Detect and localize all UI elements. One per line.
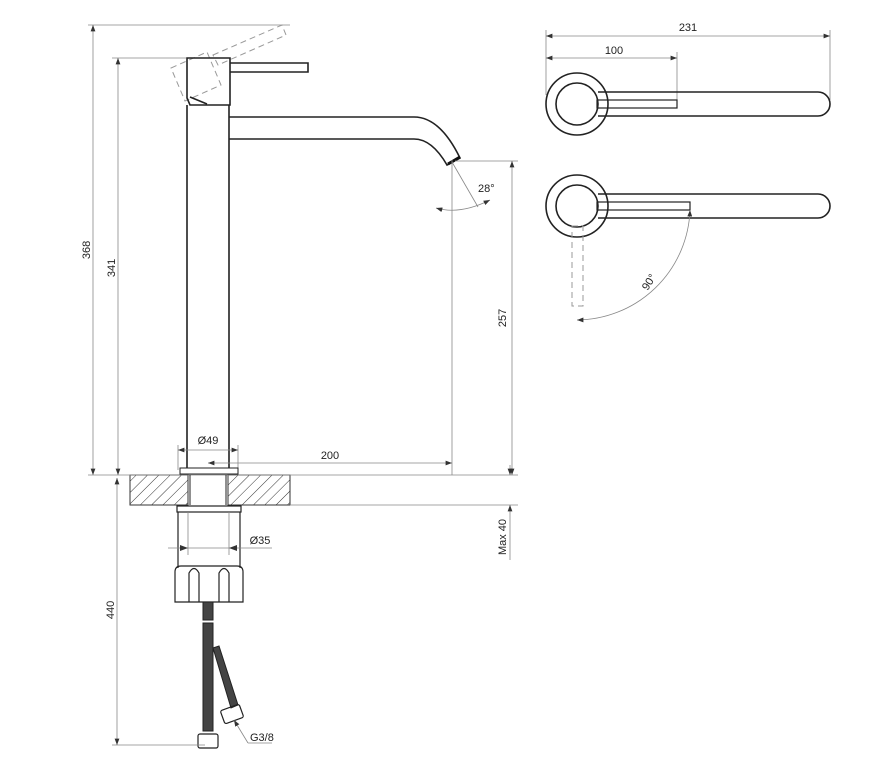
dimension-200: 200: [208, 450, 452, 466]
dimension-368: 368: [81, 24, 290, 475]
dim-label-231: 231: [679, 22, 697, 34]
dimension-257: 257: [455, 160, 518, 475]
faucet-spout: [229, 116, 462, 167]
countertop-section: [88, 467, 518, 506]
dimension-28deg: 28°: [435, 160, 495, 475]
handle-open-position-outline: [170, 24, 287, 102]
mounting-shank: [174, 505, 244, 603]
top-view: 231 100 90°: [545, 22, 831, 323]
dim-label-440: 440: [105, 601, 117, 619]
dimension-max-40: Max 40: [497, 465, 513, 560]
hose-fitting-nut: [197, 733, 219, 749]
dimension-231: 231: [545, 22, 831, 100]
hose-fitting-nut: [220, 703, 244, 725]
dim-label-d49: Ø49: [198, 435, 219, 447]
faucet-body: [186, 105, 230, 468]
dim-label-368: 368: [81, 241, 93, 259]
faucet-handle: [186, 57, 309, 106]
dim-label-max-40: Max 40: [497, 519, 509, 555]
dim-label-341: 341: [106, 259, 118, 277]
mounting-nut: [174, 565, 244, 603]
side-view: 368 341 28: [81, 24, 518, 749]
dimension-diameter-49: Ø49: [177, 435, 239, 470]
dim-label-d35: Ø35: [250, 535, 271, 547]
dimension-341: 341: [106, 57, 186, 475]
dim-label-28deg: 28°: [478, 183, 495, 195]
top-view-handle-closed: [545, 72, 831, 136]
callout-label-g3-8: G3/8: [250, 732, 274, 744]
dim-label-257: 257: [497, 309, 509, 327]
top-view-handle-rotated: 90°: [545, 174, 831, 323]
dimension-diameter-35: Ø35: [168, 535, 272, 551]
callout-g3-8: G3/8: [233, 719, 274, 744]
supply-hoses: [197, 601, 244, 749]
dim-label-200: 200: [321, 450, 339, 462]
dimension-440: 440: [105, 478, 205, 746]
dim-label-100: 100: [605, 45, 623, 57]
dim-label-90deg: 90°: [640, 272, 659, 292]
